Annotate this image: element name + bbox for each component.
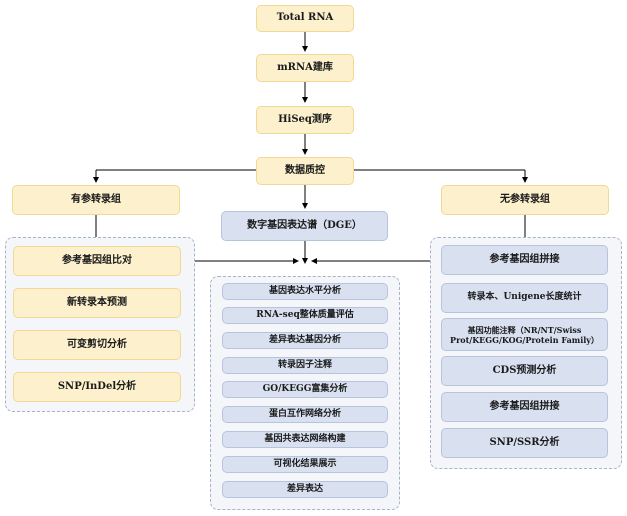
reference-genome-alignment: 参考基因组比对 — [13, 246, 181, 276]
reference-genome-assembly: 参考基因组拼接 — [441, 245, 608, 275]
gene-function-annotation: 基因功能注释（NR/NT/Swiss Prot/KEGG/KOG/Protein… — [441, 318, 608, 351]
cds-prediction-analysis: CDS预测分析 — [441, 356, 608, 386]
rnaseq-quality-assessment: RNA-seq整体质量评估 — [222, 307, 388, 324]
reference-genome-assembly-2: 参考基因组拼接 — [441, 392, 608, 422]
ppi-network-analysis: 蛋白互作网络分析 — [222, 406, 388, 423]
reference-transcriptome-node: 有参转录组 — [12, 185, 180, 215]
snp-ssr-analysis: SNP/SSR分析 — [441, 428, 608, 458]
deg-analysis: 差异表达基因分析 — [222, 332, 388, 349]
dge-node: 数字基因表达谱（DGE） — [221, 211, 388, 241]
alternative-splicing-analysis: 可变剪切分析 — [13, 330, 181, 360]
visualization-results: 可视化结果展示 — [222, 456, 388, 473]
mrna-library-node: mRNA建库 — [256, 54, 354, 82]
transcript-unigene-length-stats: 转录本、Unigene长度统计 — [441, 283, 608, 313]
transcription-factor-annotation: 转录因子注释 — [222, 357, 388, 374]
snp-indel-analysis: SNP/InDel分析 — [13, 372, 181, 402]
novel-transcript-prediction: 新转录本预测 — [13, 288, 181, 318]
gene-expression-level-analysis: 基因表达水平分析 — [222, 283, 388, 300]
differential-expression: 差异表达 — [222, 481, 388, 498]
denovo-transcriptome-node: 无参转录组 — [441, 185, 609, 215]
data-qc-node: 数据质控 — [256, 157, 354, 185]
total-rna-node: Total RNA — [256, 5, 354, 32]
go-kegg-enrichment: GO/KEGG富集分析 — [222, 381, 388, 398]
hiseq-sequencing-node: HiSeq测序 — [256, 106, 354, 134]
coexpression-network: 基因共表达网络构建 — [222, 431, 388, 448]
